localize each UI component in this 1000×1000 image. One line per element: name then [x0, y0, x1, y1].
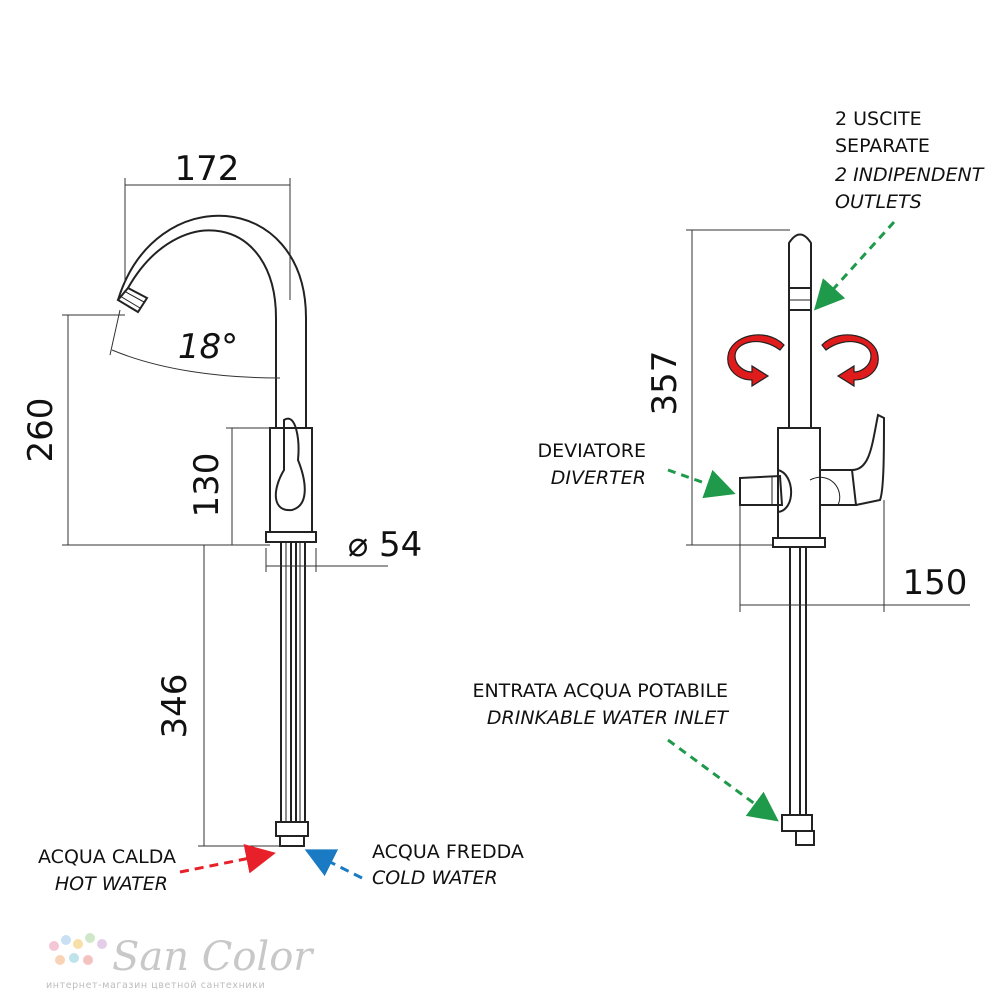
spout-aerator [116, 286, 149, 314]
diverter-label-en: DIVERTER [551, 467, 646, 489]
inlet-label-it: ENTRATA ACQUA POTABILE [472, 680, 728, 702]
outlets-label-en-1: 2 INDIPENDENT [835, 164, 985, 186]
right-view [739, 233, 886, 846]
cold-water-label-en: COLD WATER [372, 867, 498, 889]
left-dimensions [62, 178, 388, 847]
inlet-label-en: DRINKABLE WATER INLET [487, 707, 729, 729]
cold-hose [295, 542, 306, 822]
dim-height-right: 357 [645, 351, 685, 416]
outlets-label-it-1: 2 USCITE [835, 108, 922, 130]
hot-water-label-en: HOT WATER [55, 873, 168, 895]
spout-tube [788, 233, 812, 428]
base-ring [265, 531, 317, 543]
cold-water-label-it: ACQUA FREDDA [372, 841, 524, 863]
rotate-right-icon [821, 334, 879, 388]
diverter-knob [739, 474, 784, 506]
left-view [116, 214, 317, 847]
right-dimensions [686, 229, 970, 612]
diverter-label-it: DEVIATORE [537, 440, 646, 462]
base-ring-side [772, 537, 826, 548]
dim-width-right: 150 [903, 563, 968, 603]
lever-handle [274, 417, 306, 512]
cold-water-arrow [304, 849, 363, 880]
hot-water-label-it: ACQUA CALDA [38, 846, 176, 868]
sancolor-logo: San Color интернет-магазин цветной санте… [46, 933, 315, 991]
dim-total-height: 260 [21, 398, 61, 463]
dim-spout-reach: 172 [175, 149, 240, 189]
outlets-label-it-2: SEPARATE [835, 135, 930, 157]
outlet-nozzle [788, 287, 812, 311]
diverter-arrow [667, 468, 736, 499]
rotate-left-icon [727, 334, 785, 388]
dim-body-height: 130 [187, 453, 227, 518]
dim-swivel-angle: 18° [178, 327, 238, 367]
hose-fitting [275, 821, 309, 837]
hot-water-arrow [179, 843, 276, 874]
logo-text: San Color [112, 934, 315, 980]
faucet-body-side [777, 427, 821, 539]
spout [117, 214, 307, 428]
hot-hose [280, 542, 292, 822]
outlets-arrow [813, 220, 896, 311]
faucet-body [269, 427, 313, 533]
outlets-label-en-2: OUTLETS [835, 191, 922, 213]
dim-hose-length: 346 [155, 674, 195, 739]
inlet-hose [789, 547, 807, 815]
inlet-arrow [667, 738, 779, 822]
logo-tagline: интернет-магазин цветной сантехники [46, 980, 265, 991]
inlet-fitting [781, 814, 813, 832]
dim-base-diameter: ⌀ 54 [348, 525, 423, 565]
lever-handle-side [819, 469, 858, 506]
